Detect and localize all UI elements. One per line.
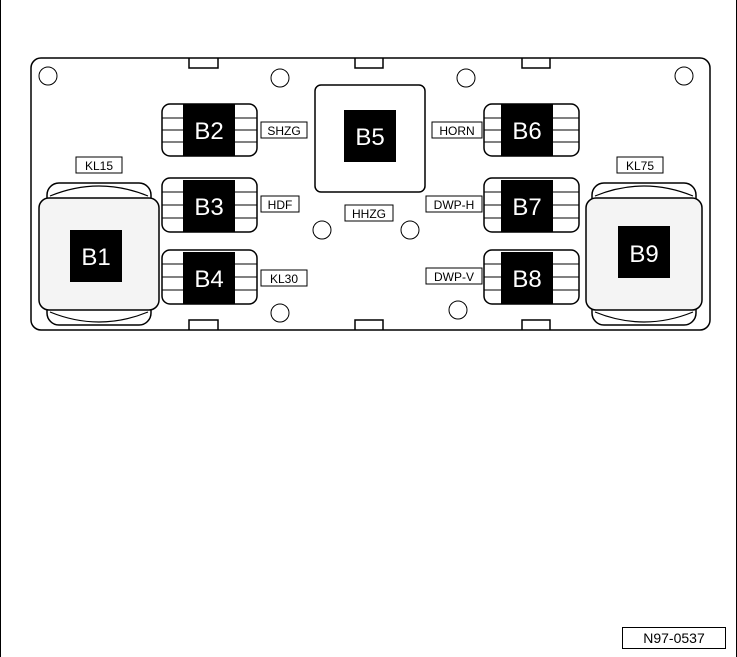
tag-hdf: HDF — [260, 195, 300, 213]
svg-text:HHZG: HHZG — [352, 207, 386, 221]
tag-kl30: KL30 — [260, 269, 308, 287]
board-notch-top — [521, 58, 551, 69]
relay-b9: B9 — [585, 182, 703, 326]
relay-b2: B2 — [161, 103, 258, 157]
relay-b7: B7 — [483, 177, 580, 233]
relay-b5-label: B5 — [355, 124, 384, 151]
tag-hhzg: HHZG — [344, 204, 394, 222]
relay-b5: B5 — [314, 84, 426, 193]
mounting-hole — [400, 220, 420, 240]
mounting-hole — [674, 66, 694, 86]
relay-b3: B3 — [161, 177, 258, 233]
relay-b4: B4 — [161, 249, 258, 305]
relay-b6-label: B6 — [512, 118, 541, 145]
mounting-hole — [270, 68, 290, 88]
svg-text:HORN: HORN — [439, 124, 474, 138]
tag-kl15: KL15 — [75, 156, 123, 174]
relay-b3-label: B3 — [194, 194, 223, 221]
relay-b9-label: B9 — [629, 241, 658, 268]
svg-text:DWP-V: DWP-V — [434, 270, 474, 284]
tag-dwp-v: DWP-V — [425, 267, 483, 285]
figure-code: N97-0537 — [622, 627, 726, 649]
tag-shzg: SHZG — [260, 121, 308, 139]
relay-b2-label: B2 — [194, 118, 223, 145]
mounting-hole — [456, 68, 476, 88]
relay-b4-label: B4 — [194, 266, 223, 293]
board-notch-bottom — [188, 319, 219, 330]
mounting-hole — [270, 303, 290, 323]
tag-horn: HORN — [431, 121, 483, 139]
svg-text:SHZG: SHZG — [267, 124, 300, 138]
relay-b6: B6 — [483, 103, 580, 157]
svg-text:KL30: KL30 — [270, 272, 298, 286]
svg-text:HDF: HDF — [268, 198, 293, 212]
relay-b1-label: B1 — [81, 244, 110, 271]
relay-b8-label: B8 — [512, 266, 541, 293]
mounting-hole — [38, 66, 58, 86]
board-notch-bottom — [521, 319, 551, 330]
relay-b7-label: B7 — [512, 194, 541, 221]
tag-kl75: KL75 — [616, 156, 664, 174]
svg-text:KL15: KL15 — [85, 159, 113, 173]
svg-text:KL75: KL75 — [626, 159, 654, 173]
board-notch-bottom — [354, 319, 384, 330]
mounting-hole — [312, 220, 332, 240]
mounting-hole — [448, 300, 468, 320]
svg-text:DWP-H: DWP-H — [434, 198, 475, 212]
tag-dwp-h: DWP-H — [425, 195, 483, 213]
board-notch-top — [188, 58, 219, 69]
relay-b8: B8 — [483, 249, 580, 305]
board-notch-top — [354, 58, 384, 69]
relay-b1: B1 — [38, 182, 160, 326]
